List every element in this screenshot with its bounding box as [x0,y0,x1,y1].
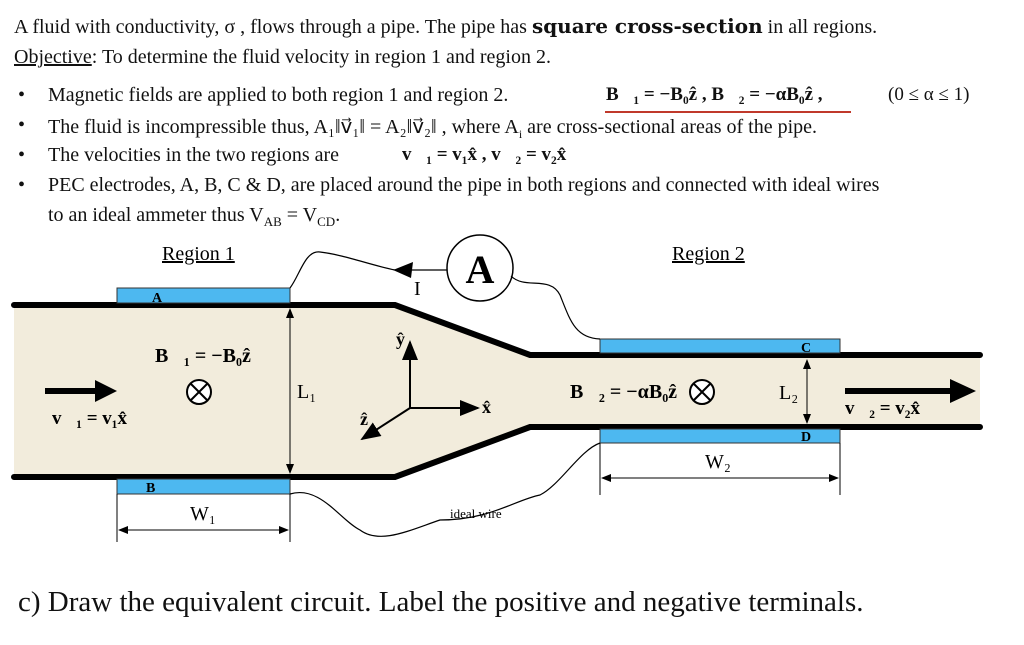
electrode-c [599,338,841,354]
intro-line: A fluid with conductivity, σ , flows thr… [14,14,877,39]
ideal-wire-b-to-d [289,442,601,537]
label-d: D [801,430,811,445]
label-c: C [801,341,811,356]
axis-x-label: x̂ [482,397,491,417]
current-arrow-icon [393,262,413,278]
objective-line: Objective: To determine the fluid veloci… [14,46,551,69]
sub-ab: AB [263,214,282,229]
sub-cd: CD [317,214,336,229]
v2-label: v⃗₂ = v₂x̂ [845,398,920,419]
into-page-icon [186,379,212,405]
alpha-range: (0 ≤ α ≤ 1) [888,84,970,105]
objective-label: Objective [14,46,92,68]
sub-i: i [518,127,523,141]
velocity-arrowhead-2-icon [950,379,976,403]
pipe-top-wall [11,302,983,358]
bullet-icon: • [18,144,26,166]
velocity-arrowhead-1-icon [95,380,117,402]
intro-end: in all regions. [762,16,878,38]
bullet-icon: • [18,84,26,106]
electrode-d [599,428,841,444]
bullet-incompressible: The fluid is incompressible thus, A₁‖v⃗₁… [48,114,817,142]
w2-label: W₂ [705,451,731,473]
bullet-icon: • [18,114,26,136]
pipe-bottom-wall [11,424,983,480]
velocity-formula: v⃗₁ = v₁x̂ , v⃗₂ = v₂x̂ [402,144,567,165]
v1-label: v⃗₁ = v₁x̂ [52,408,127,429]
b1-label: B⃗₁ = −B₀ẑ [155,345,251,367]
question-c: c) Draw the equivalent circuit. Label th… [18,586,864,618]
wire-a-to-ammeter [289,251,447,289]
ammeter[interactable] [446,234,514,302]
intro-bold: square cross-section [531,14,763,38]
electrode-b [116,478,291,495]
region2-label: Region 2 [672,243,745,265]
w1-label: W₁ [190,503,216,525]
incompressible-end: are cross-sectional areas of the pipe. [522,116,818,138]
bullet-magnetic: Magnetic fields are applied to both regi… [48,84,509,106]
electrode-a [116,287,291,304]
label-b: B [146,481,155,496]
region1-label: Region 1 [162,243,235,265]
objective-text: : To determine the fluid velocity in reg… [91,46,551,68]
intro-text: A fluid with conductivity, σ , flows thr… [14,16,532,38]
ammeter-label: A [466,247,495,292]
equals: = V [281,204,318,226]
ideal-wire-label: ideal wire [450,506,502,521]
period: . [335,204,341,226]
axes-icon [360,340,480,441]
axis-y-label: ŷ [396,329,405,349]
incompressible-text: The fluid is incompressible thus, A₁‖v⃗₁… [48,116,519,138]
bullet-icon: • [18,174,26,196]
red-underline [605,111,851,113]
fluid [14,305,980,477]
vab-text: to an ideal ammeter thus V [48,204,264,226]
into-page-icon [689,379,715,405]
axis-z-label: ẑ [360,409,368,429]
magnetic-formula: B⃗₁ = −B₀ẑ , B⃗₂ = −αB₀ẑ , [606,84,823,105]
l2-label: L₂ [779,382,798,404]
bullet-electrodes-line2: to an ideal ammeter thus VAB = VCD. [48,204,340,230]
bullet-velocities: The velocities in the two regions are [48,144,340,166]
wire-ammeter-to-c [510,275,601,340]
label-a: A [152,291,163,306]
l1-label: L₁ [297,381,316,403]
b2-label: B⃗₂ = −αB₀ẑ [570,381,677,403]
bullet-electrodes: PEC electrodes, A, B, C & D, are placed … [48,174,880,196]
current-label: I [414,278,421,300]
